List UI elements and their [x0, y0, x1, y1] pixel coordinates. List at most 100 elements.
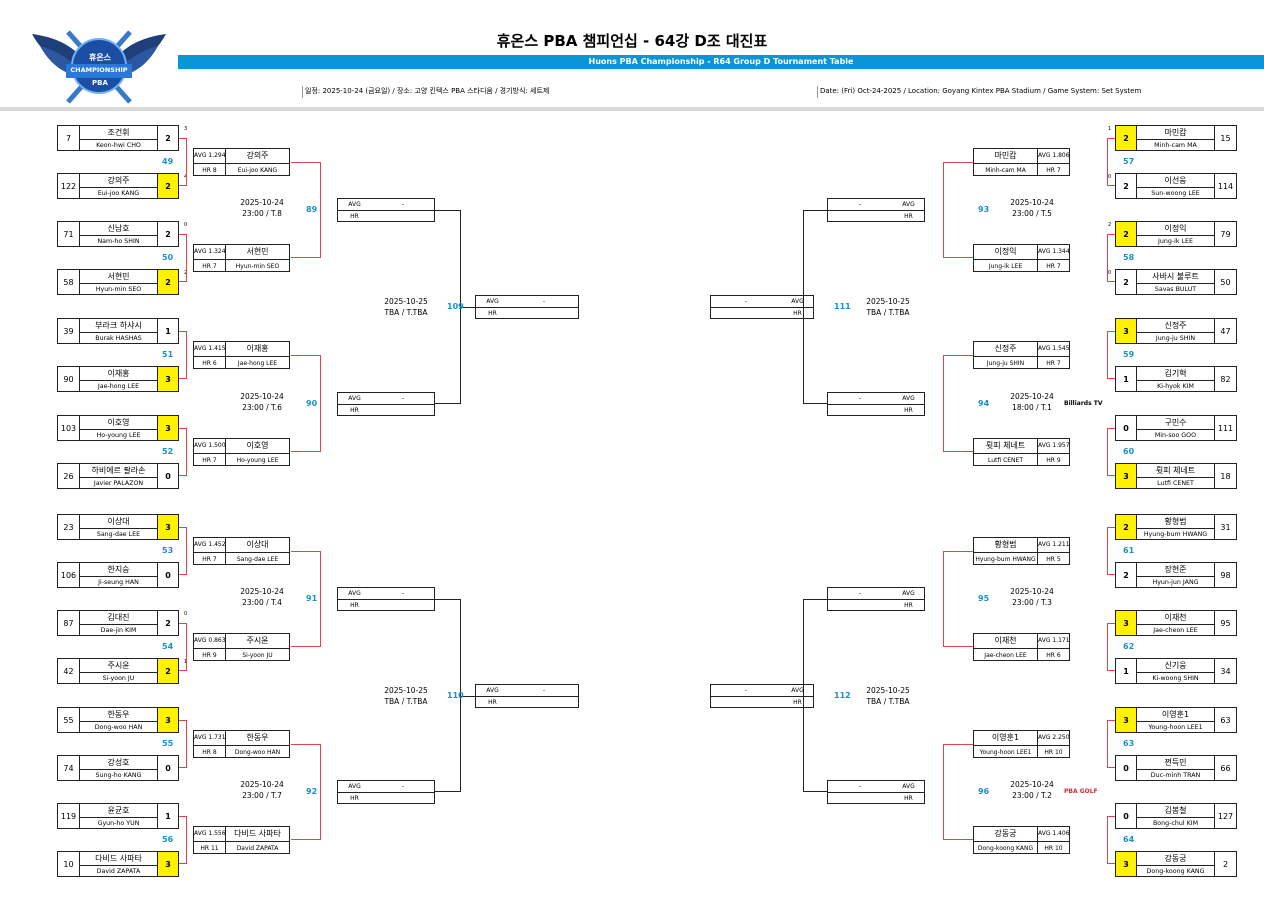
player-name-english: Ki-woong SHIN	[1152, 675, 1199, 682]
player-seed: 63	[1214, 707, 1237, 733]
player-high-run: HR 6	[1046, 652, 1061, 659]
match-date: 2025-10-24	[240, 587, 284, 596]
match-time-table: 23:00 / T.3	[1012, 598, 1052, 607]
hr-label: HR	[904, 602, 913, 609]
slot-avg-row: AVG-	[338, 781, 434, 793]
player-name-korean: 이정익	[1137, 222, 1214, 236]
match-number: 110	[447, 690, 464, 700]
r16-slot[interactable]: AVG-HR	[827, 391, 925, 416]
player-placeholder: -	[744, 686, 748, 694]
player-score: 1	[1115, 658, 1137, 684]
player-name-english: Eui-joo KANG	[237, 167, 278, 174]
subtitle-bar	[178, 55, 1264, 69]
quarterfinal-slot[interactable]: AVG-HR	[710, 683, 814, 708]
quarterfinal-slot[interactable]: AVG-HR	[475, 683, 579, 708]
match-date: 2025-10-24	[1010, 198, 1054, 207]
match-date: 2025-10-24	[240, 391, 284, 401]
player-score: 2	[1115, 514, 1137, 540]
player-seed: 90	[57, 366, 80, 392]
player-name-english: David ZAPATA	[96, 868, 141, 875]
quarterfinal-slot[interactable]: AVG-HR	[710, 294, 814, 319]
r32-bracket-right	[943, 744, 973, 840]
player-name-english: Si-yoon JU	[242, 652, 273, 659]
player-score: 3	[1115, 610, 1137, 636]
avg-label: AVG	[791, 686, 804, 694]
match-number: 49	[162, 157, 174, 166]
r16-slot[interactable]: AVG-HR	[827, 780, 925, 804]
player-name-korean: 륏피 체네트	[974, 439, 1037, 454]
r16-slot[interactable]: AVG-HR	[337, 780, 435, 804]
player-high-run: HR 5	[1046, 556, 1061, 563]
r16-slot[interactable]: AVG-HR	[337, 587, 435, 611]
match-number: 57	[1123, 157, 1135, 166]
player-seed: 114	[1214, 173, 1237, 199]
avg-label: AVG	[902, 201, 915, 208]
player-name-korean: 다비드 사파타	[226, 827, 289, 842]
r16-slot[interactable]: AVG-HR	[337, 198, 435, 222]
r16-slot[interactable]: AVG-HR	[337, 391, 435, 416]
player-seed: 26	[57, 463, 80, 489]
avg-label: AVG	[791, 297, 804, 305]
player-score: 0	[157, 463, 179, 489]
match-number: 61	[1123, 546, 1135, 555]
r16-slot[interactable]: AVG-HR	[827, 587, 925, 611]
player-name-korean: 신정주	[1137, 319, 1214, 333]
r16-slot[interactable]: AVG-HR	[827, 198, 925, 222]
match-number: 51	[162, 350, 174, 359]
player-high-run: HR 10	[1044, 845, 1063, 852]
quarterfinal-slot[interactable]: AVG-HR	[475, 294, 579, 319]
